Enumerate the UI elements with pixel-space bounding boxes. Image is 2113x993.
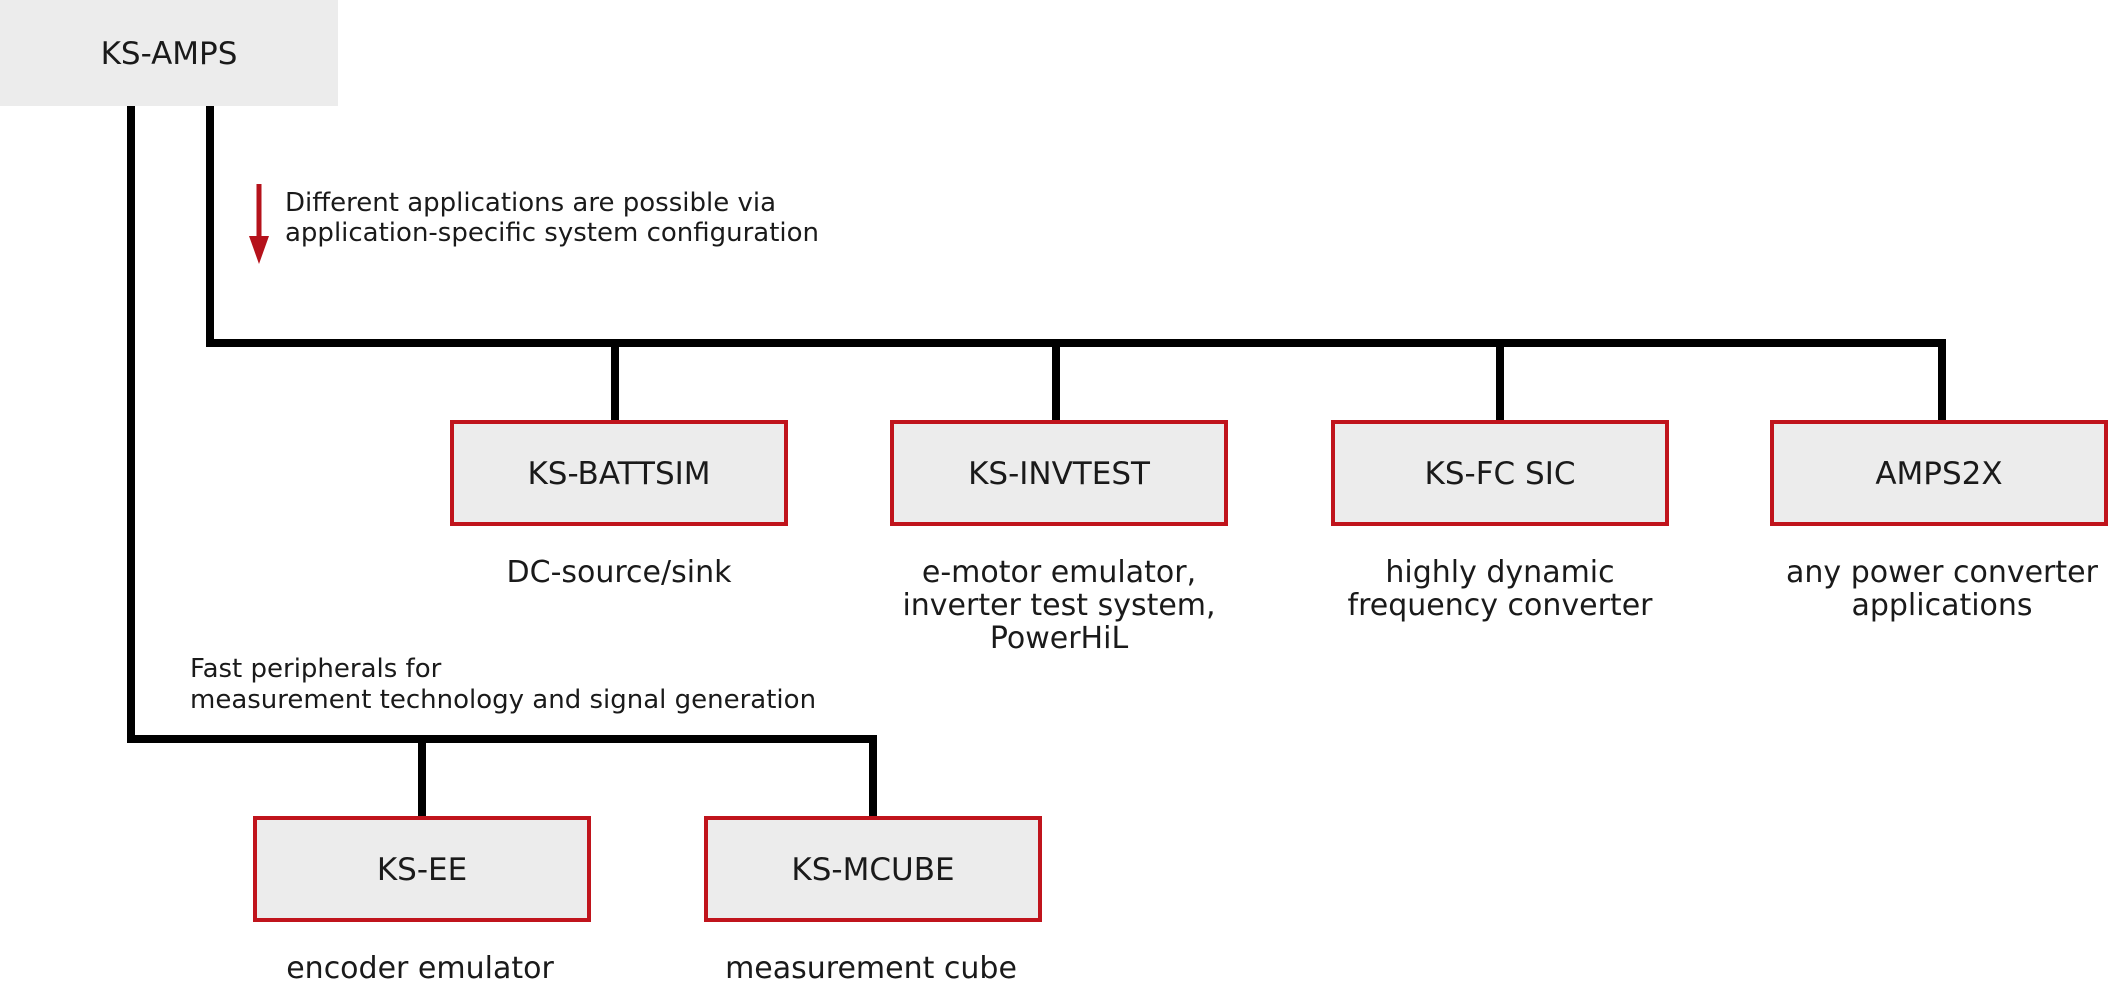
node-desc-line3: PowerHiL (990, 621, 1129, 656)
node-desc-line2: inverter test system, (902, 588, 1215, 623)
node-label: KS-FC SIC (1425, 456, 1576, 492)
node-desc-line1: DC-source/sink (507, 555, 733, 590)
node-label: KS-EE (377, 852, 467, 888)
peripherals-note-line2: measurement technology and signal genera… (190, 685, 816, 715)
peripheral-node-ee: KS-EE encoder emulator (253, 816, 591, 986)
applications-note-line2: application-specific system configuratio… (285, 218, 819, 248)
applications-note: Different applications are possible via … (249, 184, 819, 264)
down-arrow-icon (249, 184, 269, 264)
peripherals-note-line1: Fast peripherals for (190, 654, 442, 684)
node-label: KS-INVTEST (968, 456, 1151, 492)
root-node: KS-AMPS (0, 0, 338, 106)
node-box (704, 816, 1042, 922)
applications-note-line1: Different applications are possible via (285, 188, 776, 218)
node-box (1770, 420, 2108, 526)
peripheral-node-mcube: KS-MCUBE measurement cube (704, 816, 1042, 986)
application-node-invtest: KS-INVTEST e-motor emulator, inverter te… (890, 420, 1228, 656)
node-box (1331, 420, 1669, 526)
node-label: KS-BATTSIM (527, 456, 710, 492)
root-box (0, 0, 338, 106)
node-desc-line1: encoder emulator (286, 951, 554, 986)
node-desc-line1: highly dynamic (1385, 555, 1614, 590)
connector-lines (127, 106, 1946, 822)
application-node-amps2x: AMPS2X any power converter applications (1770, 420, 2108, 623)
node-box (890, 420, 1228, 526)
node-desc-line1: measurement cube (725, 951, 1017, 986)
node-desc-line2: frequency converter (1348, 588, 1654, 623)
node-desc-line2: applications (1851, 588, 2032, 623)
node-label: AMPS2X (1875, 456, 2002, 492)
node-desc-line1: any power converter (1786, 555, 2099, 590)
application-node-battsim: KS-BATTSIM DC-source/sink (450, 420, 788, 590)
peripherals-trunk (127, 106, 877, 743)
application-node-fcsic: KS-FC SIC highly dynamic frequency conve… (1331, 420, 1669, 623)
applications-trunk (206, 106, 1946, 347)
node-label: KS-MCUBE (791, 852, 954, 888)
node-desc-line1: e-motor emulator, (922, 555, 1196, 590)
root-label: KS-AMPS (101, 36, 238, 72)
node-box (450, 420, 788, 526)
node-box (253, 816, 591, 922)
peripherals-note: Fast peripherals for measurement technol… (190, 654, 816, 715)
